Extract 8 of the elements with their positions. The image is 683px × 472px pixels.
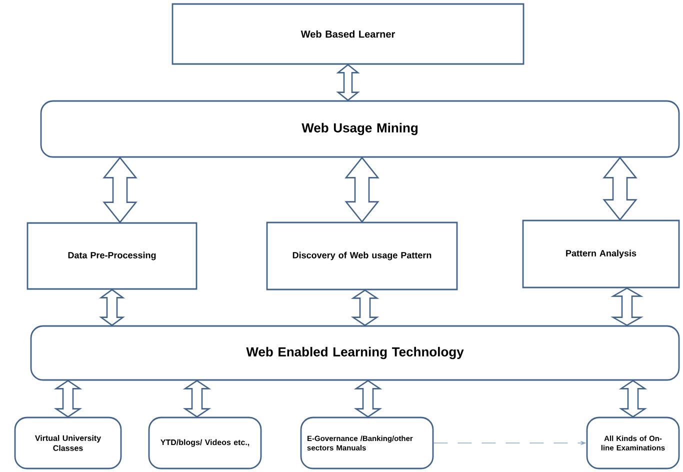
process-box: Data Pre-Processing bbox=[26, 222, 198, 290]
application-box: Virtual University Classes bbox=[14, 416, 122, 470]
process-box: Discovery of Web usage Pattern bbox=[266, 222, 458, 290]
process-band: Web Enabled Learning Technology bbox=[30, 325, 680, 381]
application-box: YTD/blogs/ Videos etc., bbox=[148, 416, 262, 470]
process-band: Web Usage Mining bbox=[40, 100, 680, 158]
process-box: Pattern Analysis bbox=[522, 220, 680, 288]
title-box: Web Based Learner bbox=[172, 3, 524, 65]
